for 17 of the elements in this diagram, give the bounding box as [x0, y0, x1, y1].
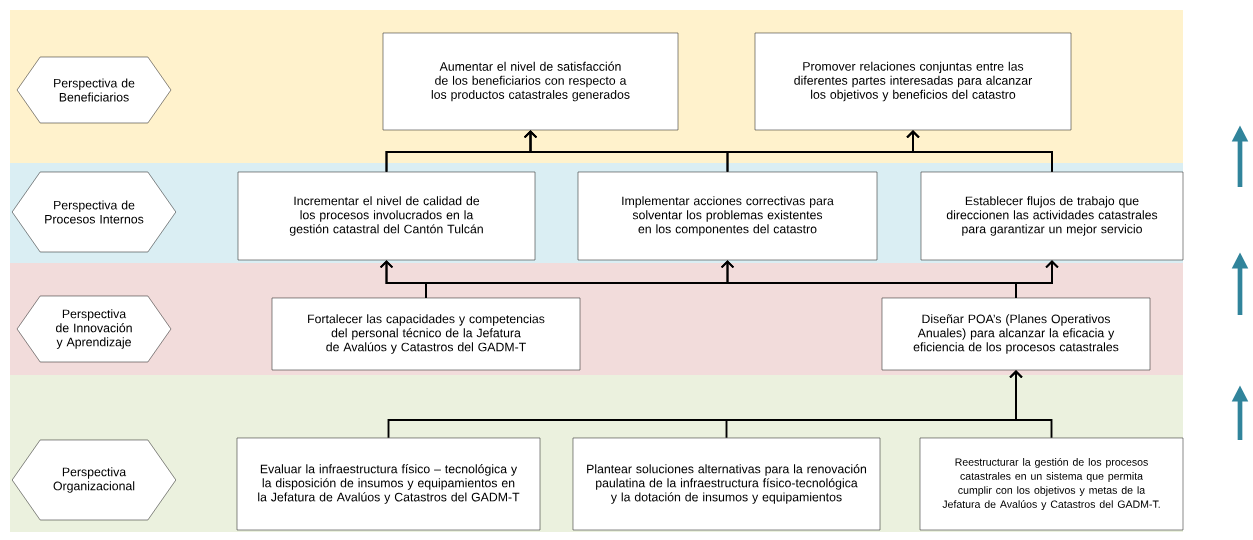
objective-box: Plantear soluciones alternativas para la renovación paulatina de la infraestructura físico-tecnológica y la dotación de insumos y equipamientos — [572, 437, 881, 531]
perspective-hexagon: Perspectiva de Beneficiarios — [16, 56, 172, 124]
objective-box: Aumentar el nivel de satisfacción de los beneficiarios con respecto a los productos catastrales generados — [382, 32, 679, 131]
objective-box: Fortalecer las capacidades y competencias del personal técnico de la Jefatura de Avalúos y Catastros del GADM-T — [271, 297, 581, 371]
objective-box: Implementar acciones correctivas para solventar los problemas existentes en los componentes del catastro — [577, 171, 878, 261]
perspective-hexagon: Perspectiva de Innovación y Aprendizaje — [16, 295, 172, 363]
arrow — [1015, 260, 1059, 299]
objective-box: Establecer flujos de trabajo que direccionen las actividades catastrales para garantizar un mejor servicio — [920, 171, 1184, 261]
objective-box: Evaluar la infraestructura físico – tecnológica y la disposición de insumos y equipamientos en la Jefatura de Avalúos y Catastros del GADM-T — [236, 437, 541, 531]
perspective-hexagon: Perspectiva de Procesos Internos — [11, 171, 177, 253]
objective-box: Reestructurar la gestión de los procesos catastrales en un sistema que permita cumplir con los objetivos y metas de la Jefatura de Avalúos y Catastros del GADM-T. — [919, 437, 1184, 531]
objective-box: Incrementar el nivel de calidad de los procesos involucrados en la gestión catastral del Cantón Tulcán — [237, 171, 536, 261]
arrow — [1009, 370, 1053, 439]
arrow — [906, 130, 1053, 173]
perspective-hexagon: Perspectiva Organizacional — [11, 439, 177, 521]
objective-box: Diseñar POA’s (Planes Operativos Anuales) para alcanzar la eficacia y eficiencia de los procesos catastrales — [881, 297, 1151, 371]
objective-box: Promover relaciones conjuntas entre las diferentes partes interesadas para alcanzar los objetivos y beneficios del catastro — [754, 32, 1072, 131]
